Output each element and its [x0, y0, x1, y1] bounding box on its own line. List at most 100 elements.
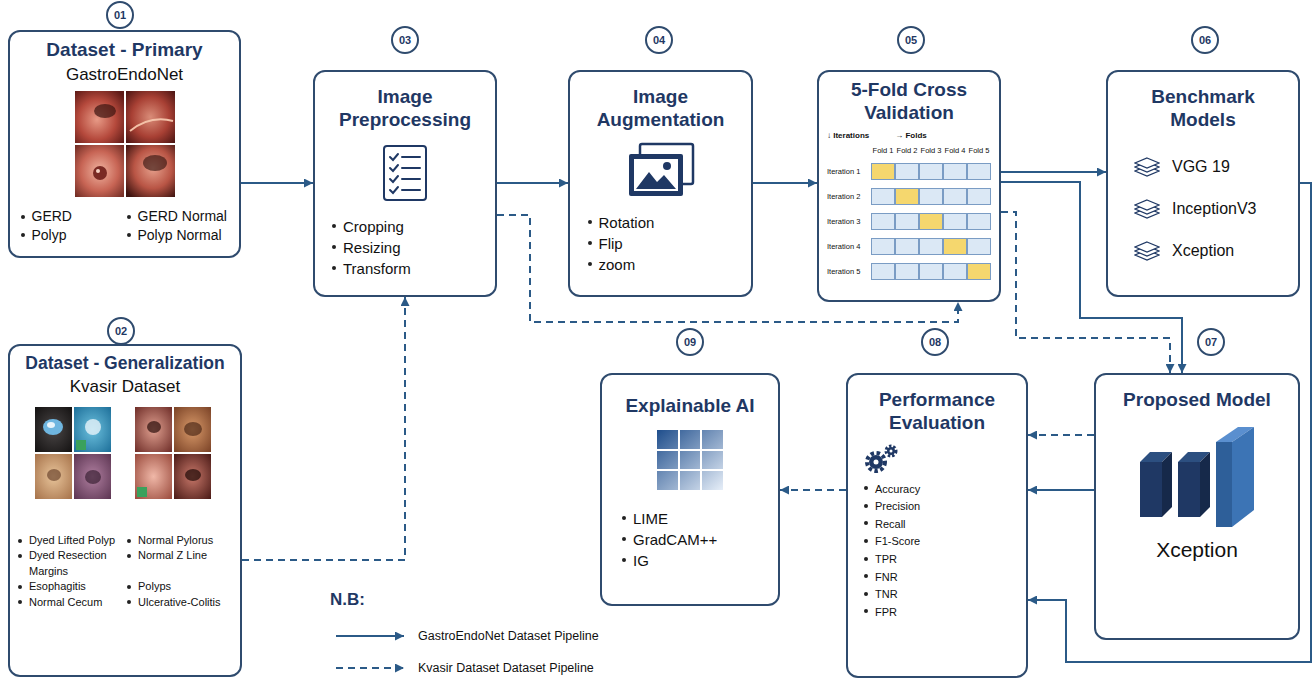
train-fold-cell — [871, 263, 895, 280]
solid-arrow — [1001, 182, 1182, 373]
bullet-item: Esophagitis — [16, 579, 125, 594]
bullet-item: FNR — [862, 569, 1012, 587]
test-fold-cell — [943, 238, 967, 255]
bullet-item: Polyp Normal — [125, 226, 231, 245]
train-fold-cell — [871, 188, 895, 205]
legend: GastroEndoNet Dataset PipelineKvasir Dat… — [332, 620, 599, 679]
callout-number: 09 — [684, 336, 696, 348]
dashed-arrow — [242, 297, 405, 560]
process-box: Benchmark Models VGG 19 InceptionV3 Xcep… — [1106, 70, 1300, 297]
bullet-item: GERD — [19, 207, 125, 226]
callout-number: 08 — [929, 336, 941, 348]
bullet-item: Recall — [862, 516, 1012, 534]
train-fold-cell — [871, 238, 895, 255]
solid-arrow — [1001, 171, 1106, 173]
callout-number: 01 — [114, 9, 126, 21]
train-fold-cell — [895, 163, 919, 180]
callout-circle — [392, 27, 418, 53]
heatmap-grid-icon — [657, 430, 723, 490]
model-row: InceptionV3 — [1134, 198, 1257, 220]
model-name: Xception — [1172, 242, 1234, 260]
legend-text: GastroEndoNet Dataset Pipeline — [418, 629, 599, 643]
process-box: Performance Evaluation AccuracyPrecision… — [846, 373, 1028, 678]
callout-number: 05 — [905, 34, 917, 46]
callout-circle — [107, 2, 133, 28]
bullet-list: AccuracyPrecisionRecallF1-ScoreTPRFNRTNR… — [862, 481, 1012, 622]
dashed-arrow — [497, 215, 958, 322]
dashed-arrow — [1028, 434, 1094, 436]
iteration-label: Iteration 3 — [827, 217, 871, 226]
model-name: VGG 19 — [1172, 158, 1230, 176]
train-fold-cell — [895, 238, 919, 255]
callout-circle — [646, 27, 672, 53]
process-box: Dataset - GeneralizationKvasir Dataset D… — [8, 344, 242, 677]
train-fold-cell — [895, 213, 919, 230]
fold-label: Fold 3 — [919, 146, 943, 155]
bullet-item: F1-Score — [862, 533, 1012, 551]
process-box: Explainable AI LIMEGradCAM++IG — [600, 373, 780, 606]
fold-table: ↓ Iterations→ FoldsFold 1Fold 2Fold 3Fol… — [827, 131, 991, 280]
fold-label: Fold 5 — [967, 146, 991, 155]
iteration-label: Iteration 2 — [827, 192, 871, 201]
bullet-list: RotationFlipzoom — [586, 212, 736, 275]
model-list: VGG 19 InceptionV3 Xception — [1134, 136, 1257, 262]
fold-label: Fold 1 — [871, 146, 895, 155]
endoscopy-images — [75, 91, 175, 197]
legend-line — [332, 629, 410, 643]
solid-arrow — [753, 182, 817, 184]
fold-grid: Fold 1Fold 2Fold 3Fold 4Fold 5Iteration … — [827, 146, 991, 280]
callout-circle — [677, 329, 703, 355]
bullet-list: LIMEGradCAM++IG — [620, 508, 760, 571]
bullet-list: CroppingResizingTransform — [330, 216, 480, 279]
bullet-item: FPR — [862, 604, 1012, 622]
solid-arrow — [241, 182, 313, 184]
train-fold-cell — [967, 163, 991, 180]
test-fold-cell — [895, 188, 919, 205]
model-row: Xception — [1134, 240, 1257, 262]
callout-circle — [922, 329, 948, 355]
bullet-item: Dyed Resection Margins — [16, 548, 125, 579]
test-fold-cell — [871, 163, 895, 180]
gear-icon — [864, 443, 900, 475]
box-title: Image Augmentation — [578, 86, 743, 132]
process-box: Proposed Model Xception — [1094, 373, 1300, 640]
bullet-item: Flip — [586, 233, 736, 254]
box-title: Performance Evaluation — [856, 389, 1018, 435]
box-subtitle: Kvasir Dataset — [70, 377, 181, 397]
bullet-item: Resizing — [330, 237, 480, 258]
bullet-item: Polyp — [19, 226, 125, 245]
process-box: Image Preprocessing CroppingResizingTran… — [313, 70, 497, 297]
iteration-label: Iteration 4 — [827, 242, 871, 251]
callout-circle — [898, 27, 924, 53]
train-fold-cell — [967, 213, 991, 230]
train-fold-cell — [967, 188, 991, 205]
bullet-item: GradCAM++ — [620, 529, 760, 550]
box-title: Explainable AI — [625, 395, 754, 418]
train-fold-cell — [871, 213, 895, 230]
iteration-label: Iteration 1 — [827, 167, 871, 176]
bullet-item: GERD Normal — [125, 207, 231, 226]
bullet-item: Accuracy — [862, 481, 1012, 499]
callout-number: 06 — [1199, 34, 1211, 46]
bullet-item: Ulcerative-Colitis — [125, 595, 234, 610]
iteration-label: Iteration 5 — [827, 267, 871, 276]
solid-arrow — [497, 182, 568, 184]
model-row: VGG 19 — [1134, 156, 1257, 178]
test-fold-cell — [919, 213, 943, 230]
bullet-item: Transform — [330, 258, 480, 279]
endoscopy-images — [35, 407, 215, 499]
model-name: InceptionV3 — [1172, 200, 1257, 218]
box-subtitle: Xception — [1156, 538, 1238, 562]
callout-number: 03 — [399, 34, 411, 46]
legend-line — [332, 661, 410, 675]
bullet-item: Normal Z Line — [125, 548, 234, 579]
model-blocks-icon — [1132, 422, 1262, 532]
layers-icon — [1134, 198, 1160, 220]
test-fold-cell — [967, 263, 991, 280]
box-title: 5-Fold Cross Validation — [825, 79, 993, 125]
train-fold-cell — [943, 163, 967, 180]
box-title: Proposed Model — [1123, 389, 1271, 412]
bullet-item: LIME — [620, 508, 760, 529]
train-fold-cell — [919, 163, 943, 180]
dashed-arrow — [1001, 212, 1170, 373]
